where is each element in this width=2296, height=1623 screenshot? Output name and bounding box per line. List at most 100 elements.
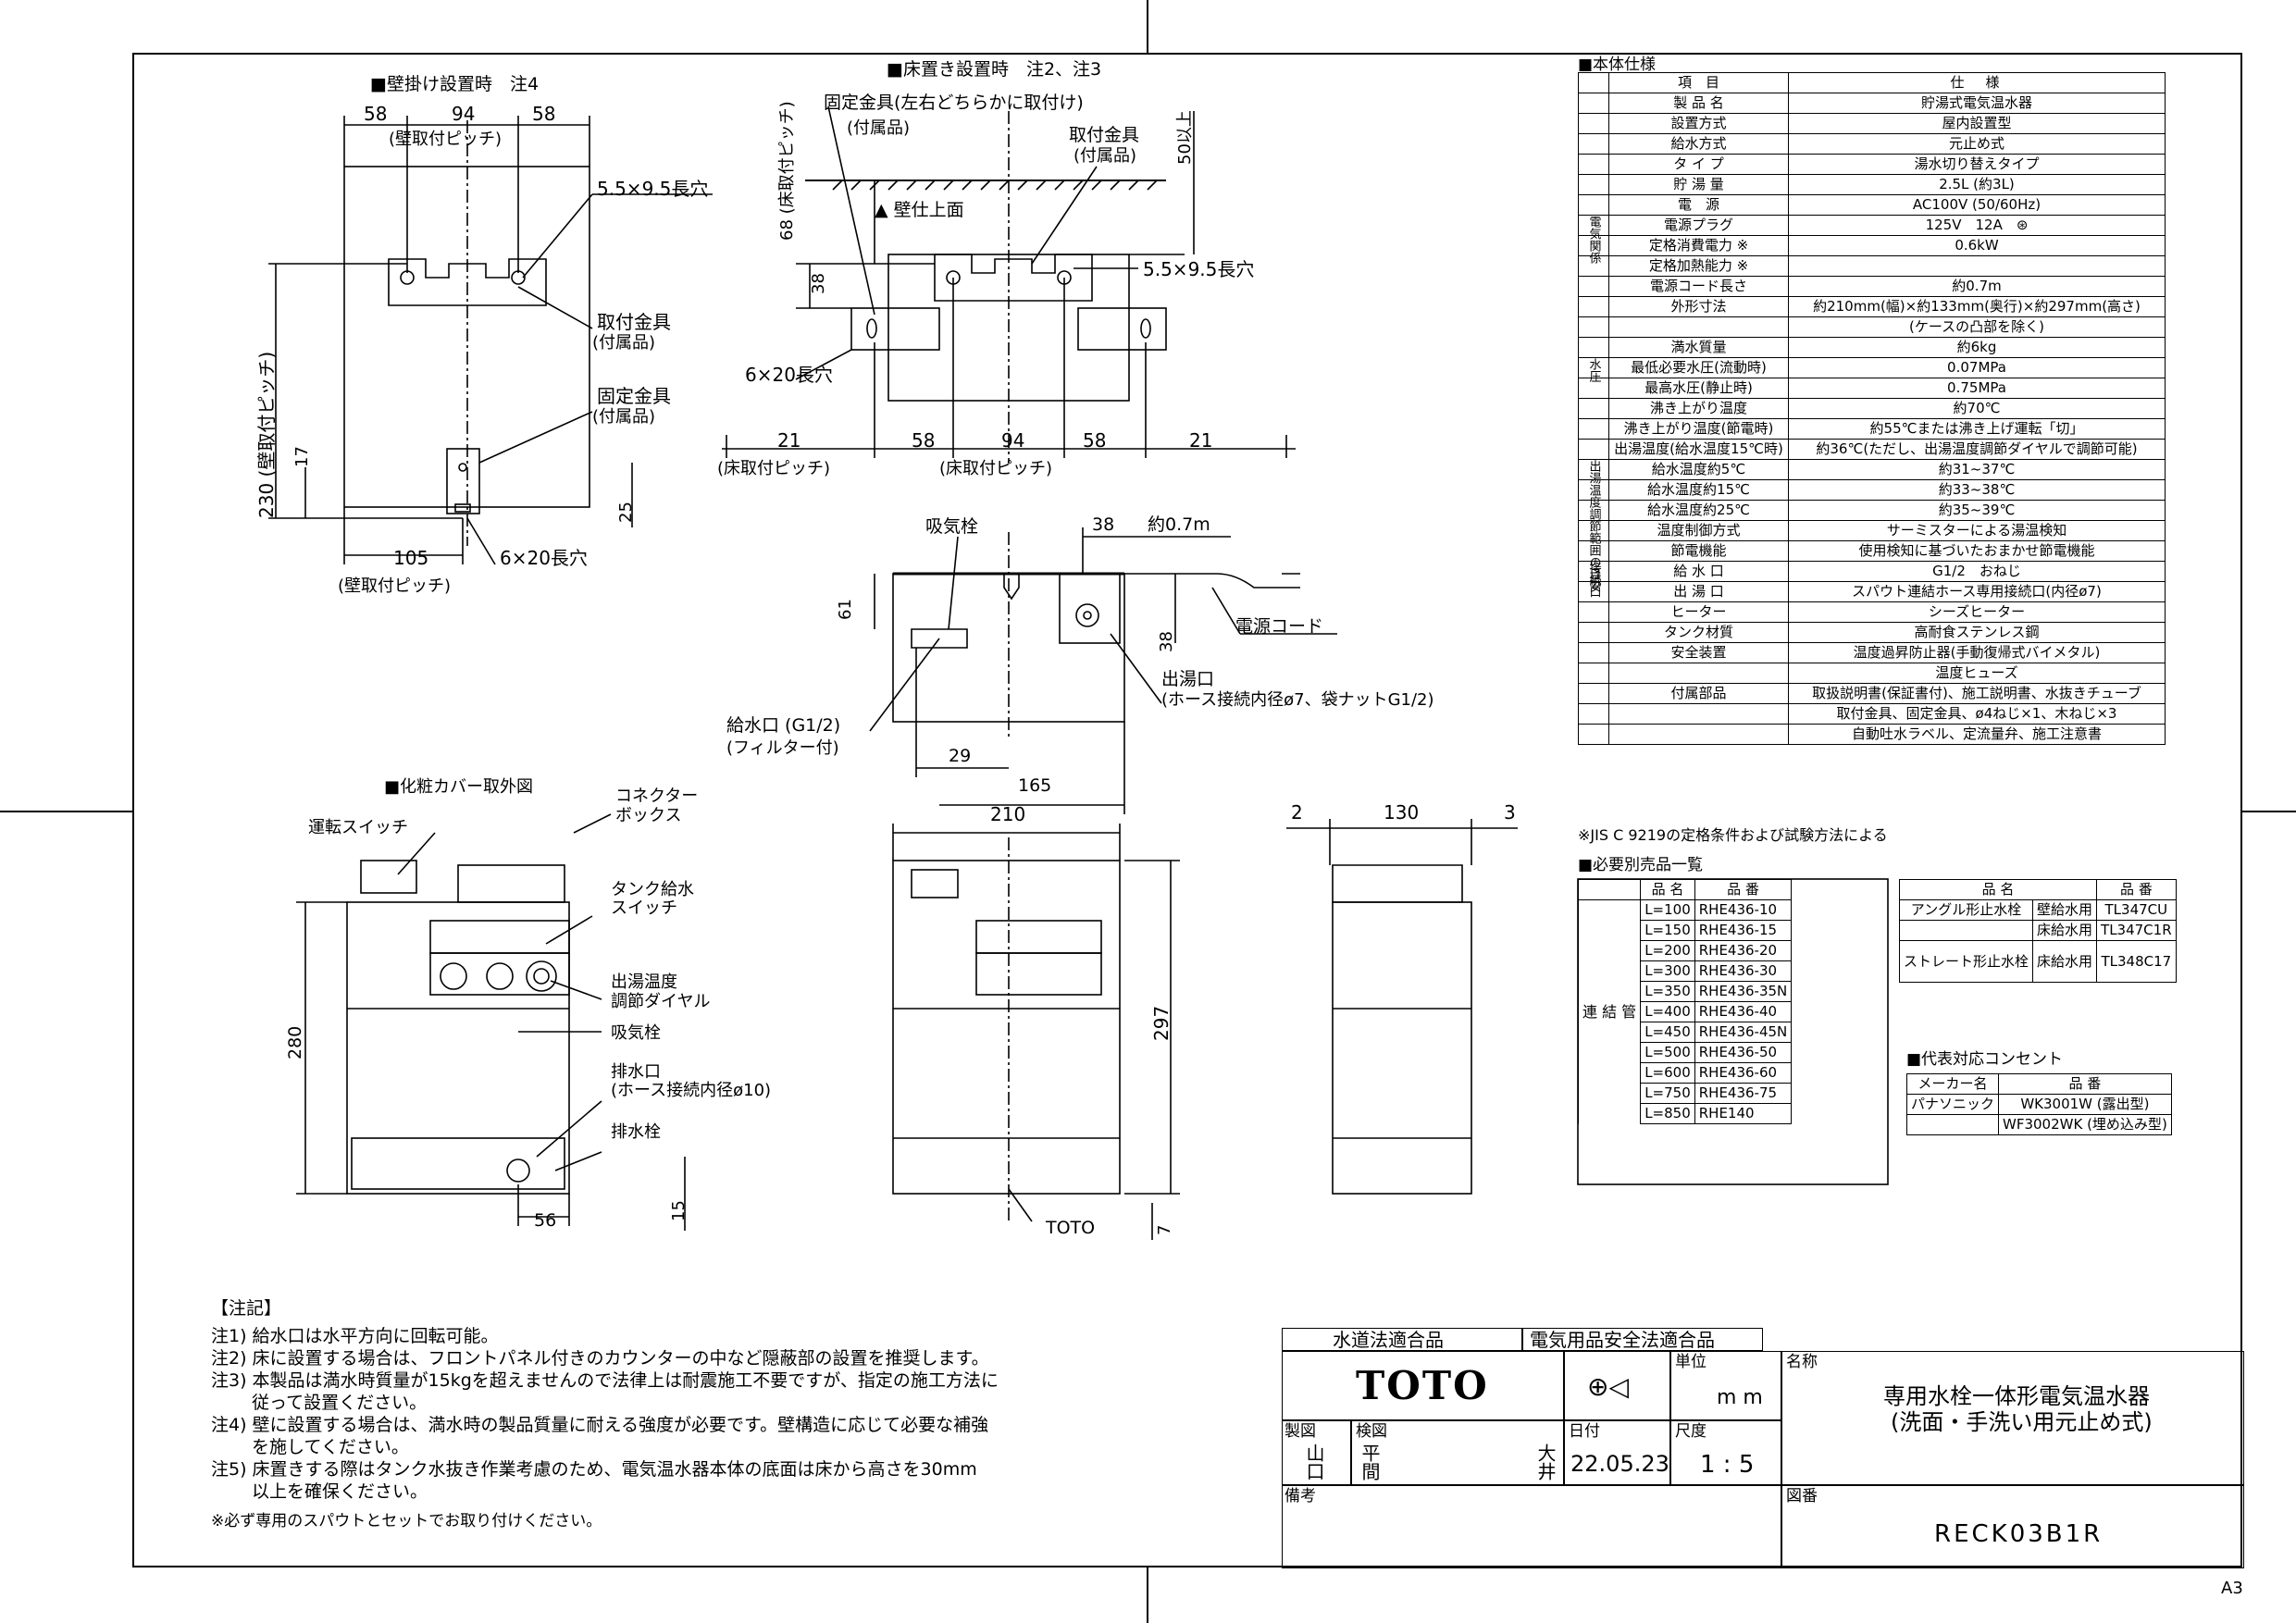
- spec-item: 安全装置: [1608, 642, 1789, 663]
- parts-number: RHE436-75: [1694, 1083, 1793, 1104]
- wall-slot-label: 5.5×9.5長穴: [597, 178, 709, 200]
- cover-run-switch: 運転スイッチ: [308, 818, 408, 837]
- cover-valve: 吸気栓: [611, 1023, 661, 1043]
- spec-table: 項 目仕 様製 品 名貯湯式電気温水器設置方式屋内設置型給水方式元止め式タ イ …: [1578, 72, 2166, 745]
- wall-dim-25: 25: [616, 502, 636, 523]
- outlet-head: 品 番: [1998, 1073, 2172, 1095]
- parts-pipe-cell: [1577, 1022, 1642, 1043]
- parts-length: L=500: [1640, 1042, 1695, 1063]
- tb-name1: 専用水栓一体形電気温水器: [1883, 1383, 2150, 1409]
- spec-item: 出湯温度(給水温度15℃時): [1608, 439, 1789, 460]
- tb-made: 山口: [1303, 1443, 1325, 1481]
- floor-bracket-label: 取付金具: [1069, 125, 1140, 145]
- spec-side-cell: [1578, 296, 1609, 317]
- spec-side-cell: [1578, 72, 1609, 93]
- spec-side-cell: 水圧: [1578, 357, 1609, 382]
- outlet-title: ■代表対応コンセント: [1906, 1050, 2064, 1069]
- spec-item: 沸き上がり温度: [1608, 398, 1789, 419]
- note-line: を施してください。: [211, 1437, 409, 1457]
- side-dim-3: 3: [1504, 801, 1516, 824]
- title-block: 水道法適合品 電気用品安全法適合品 TOTO ⊕◁ 単位 m m 名称 専用水栓…: [1282, 1328, 2244, 1568]
- spec-item: タンク材質: [1608, 622, 1789, 643]
- spec-side-cell: [1578, 276, 1609, 297]
- parts-number: RHE436-15: [1694, 920, 1793, 941]
- floor-dim-50: 50以上: [1175, 110, 1195, 165]
- spec-value: 0.6kW: [1788, 235, 2166, 256]
- spec-value: 湯水切り替えタイプ: [1788, 154, 2166, 175]
- spec-item: 定格加熱能力 ※: [1608, 255, 1789, 277]
- wall-fix-label: 固定金具: [597, 385, 671, 407]
- outlet-cell: パナソニック: [1905, 1094, 2000, 1115]
- cover-temp-dial: 出湯温度: [611, 973, 677, 992]
- parts-pipe-cell: [1577, 920, 1642, 941]
- note-line: 注1) 給水口は水平方向に回転可能。: [211, 1326, 499, 1346]
- faucet-cell: 床給水用: [2032, 940, 2098, 983]
- spec-side-cell: 接続口: [1578, 561, 1609, 598]
- spec-row: 電源コード長さ約0.7m: [1578, 276, 2166, 297]
- faucet-head: 品 番: [2096, 879, 2177, 900]
- top-dim-165: 165: [1018, 775, 1052, 796]
- notes-title: 【注記】: [211, 1298, 282, 1319]
- tb-check2: 大井: [1534, 1443, 1557, 1481]
- wall-dim-58a: 58: [364, 103, 388, 125]
- tb-drawno-label: 図番: [1786, 1487, 1818, 1505]
- wall-hole-label: 6×20長穴: [500, 547, 588, 569]
- parts-length: L=600: [1640, 1062, 1695, 1084]
- spec-row: 出 湯 口スパウト連結ホース専用接続口(内径ø7): [1578, 581, 2166, 602]
- parts-pipe-cell: 連 結 管: [1577, 1001, 1642, 1022]
- parts-pipe-cell: [1577, 899, 1642, 921]
- note-line: 注3) 本製品は満水時質量が15kgを超えませんので法律上は耐震施工不要ですが、…: [211, 1370, 999, 1391]
- spec-value: 仕 様: [1788, 72, 2166, 93]
- parts-number: RHE436-40: [1694, 1001, 1793, 1022]
- spec-row: 設置方式屋内設置型: [1578, 113, 2166, 134]
- spec-item: 節電機能: [1608, 540, 1789, 562]
- parts-length: L=850: [1640, 1103, 1695, 1124]
- faucet-cell: 壁給水用: [2032, 899, 2098, 921]
- side-dim-2: 2: [1291, 801, 1303, 824]
- spec-item: 定格消費電力 ※: [1608, 235, 1789, 256]
- faucet-cell: ストレート形止水栓: [1898, 940, 2034, 983]
- faucet-cell: 床給水用: [2032, 920, 2098, 941]
- note-line: 注5) 床置きする際はタンク水抜き作業考慮のため、電気温水器本体の底面は床から高…: [211, 1459, 977, 1480]
- spec-row: 製 品 名貯湯式電気温水器: [1578, 93, 2166, 114]
- wall-bracket-sub: (付属品): [592, 333, 656, 353]
- tb-name-label: 名称: [1786, 1353, 1818, 1371]
- floor-dim-38: 38: [809, 273, 828, 294]
- spec-value: 約31~37℃: [1788, 459, 2166, 480]
- spec-row: 安全装置温度過昇防止器(手動復帰式バイメタル): [1578, 642, 2166, 663]
- parts-pipe-cell: [1577, 960, 1642, 982]
- wall-dim-230: 230 (壁取付ピッチ): [255, 351, 278, 518]
- faucet-head: 品 名: [1898, 879, 2098, 900]
- tb-made-cell: [1282, 1420, 1351, 1485]
- tb-water: [1282, 1328, 1522, 1351]
- spec-row: 付属部品取扱説明書(保証書付)、施工説明書、水抜きチューブ: [1578, 683, 2166, 704]
- floor-pitch-b: (床取付ピッチ): [939, 459, 1053, 478]
- spec-side-cell: [1578, 113, 1609, 134]
- spec-item: 外形寸法: [1608, 296, 1789, 317]
- spec-title: ■本体仕様: [1578, 56, 1657, 74]
- parts-number: RHE436-45N: [1694, 1022, 1793, 1043]
- floor-fix-sub: (付属品): [847, 118, 911, 138]
- tb-elec-label: 電気用品安全法適合品: [1530, 1329, 1715, 1351]
- spec-item: 製 品 名: [1608, 93, 1789, 114]
- spec-row: 定格加熱能力 ※: [1578, 255, 2166, 277]
- tb-name-cell: [1781, 1351, 2244, 1485]
- spec-item: 項 目: [1608, 72, 1789, 93]
- spec-row: 水圧最低必要水圧(流動時)0.07MPa: [1578, 357, 2166, 382]
- parts-number: RHE436-60: [1694, 1062, 1793, 1084]
- floor-bracket-sub: (付属品): [1074, 146, 1137, 166]
- spec-side-cell: [1578, 663, 1609, 684]
- cover-connector2: ボックス: [615, 806, 682, 825]
- floor-hole-label: 6×20長穴: [745, 364, 833, 386]
- spec-row: 給水方式元止め式: [1578, 133, 2166, 155]
- spec-row: 温度ヒューズ: [1578, 663, 2166, 684]
- floor-dim-21a: 21: [777, 429, 801, 452]
- spec-value: (ケースの凸部を除く): [1788, 316, 2166, 338]
- top-outlet-sub: (ホース接続内径ø7、袋ナットG1/2): [1161, 690, 1434, 710]
- crop-mark-left: [0, 811, 132, 812]
- parts-length: L=300: [1640, 960, 1695, 982]
